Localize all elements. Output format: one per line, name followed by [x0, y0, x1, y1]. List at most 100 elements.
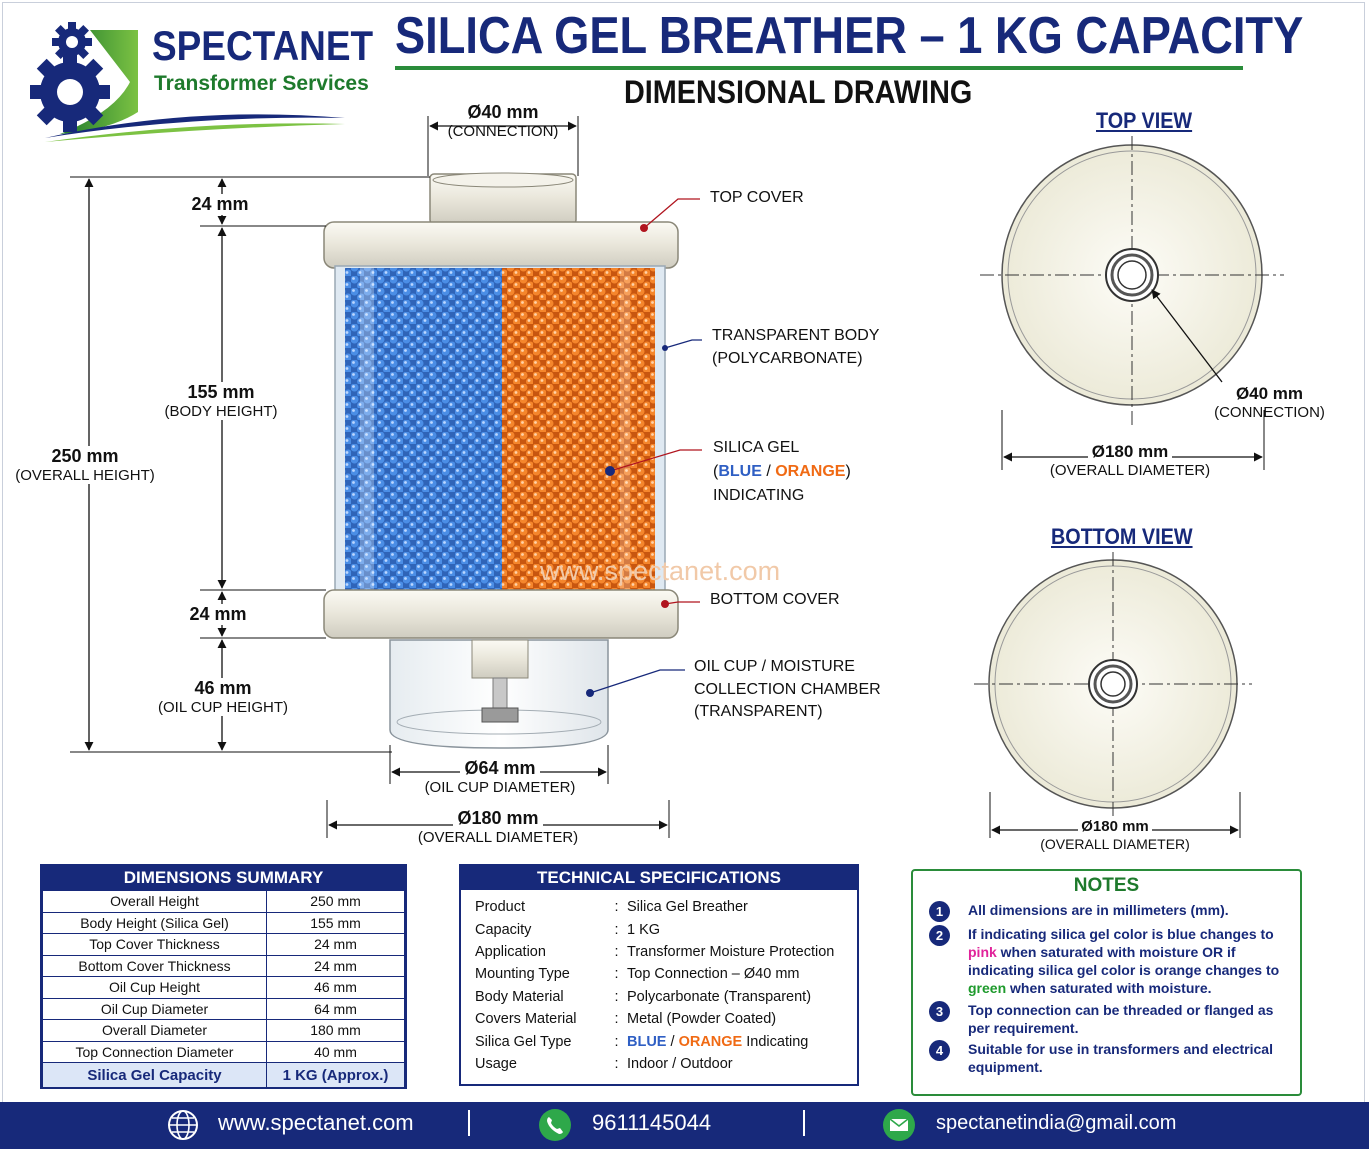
dimensions-row-label: Oil Cup Diameter — [42, 997, 267, 1020]
dimensions-row-value: 64 mm — [266, 997, 405, 1020]
spec-value: 1 KG — [627, 921, 661, 938]
spec-row: Covers Material: Metal (Powder Coated) — [461, 1008, 857, 1030]
spec-row: Application: Transformer Moisture Protect… — [461, 941, 857, 963]
spec-row: Body Material: Polycarbonate (Transparent… — [461, 986, 857, 1008]
technical-specifications-panel: TECHNICAL SPECIFICATIONS Product: Silica … — [459, 864, 859, 1086]
spec-label: Capacity — [475, 921, 532, 938]
dimensions-summary-title: DIMENSIONS SUMMARY — [42, 866, 405, 890]
dimensions-row: Body Height (Silica Gel)155 mm — [42, 911, 405, 934]
spec-row: Mounting Type: Top Connection – Ø40 mm — [461, 963, 857, 985]
spec-label: Mounting Type — [475, 966, 570, 983]
top-cover-dimension: 24 mm — [180, 194, 260, 215]
spec-colon: : — [614, 943, 619, 960]
spec-colon: : — [614, 988, 619, 1005]
spec-label: Covers Material — [475, 1011, 577, 1028]
callout-transparent-body: TRANSPARENT BODY(POLYCARBONATE) — [712, 327, 880, 368]
dimensions-row-value: 24 mm — [266, 933, 405, 956]
bottom-cover-dimension: 24 mm — [178, 604, 258, 625]
phone-icon — [539, 1109, 571, 1141]
spec-value: Silica Gel Breather — [627, 899, 748, 916]
dimensions-row-value: 180 mm — [266, 1019, 405, 1042]
spec-colon: : — [614, 1011, 619, 1028]
footer-separator-2 — [803, 1110, 805, 1136]
brand-name: SPECTANET — [152, 22, 374, 69]
capacity-label: Silica Gel Capacity — [42, 1062, 267, 1088]
body-height-dimension: 155 mm (BODY HEIGHT) — [156, 382, 286, 420]
dimensions-row-label: Overall Height — [42, 890, 267, 913]
spec-value: Polycarbonate (Transparent) — [627, 988, 812, 1005]
dimensions-row-label: Top Cover Thickness — [42, 933, 267, 956]
technical-specifications-title: TECHNICAL SPECIFICATIONS — [461, 866, 857, 890]
spec-value: Transformer Moisture Protection — [627, 943, 835, 960]
dimensions-row-value: 155 mm — [266, 911, 405, 934]
logo-swoosh-icon — [45, 114, 345, 142]
dimensions-row-label: Top Connection Diameter — [42, 1040, 267, 1063]
front-view-drawing — [70, 116, 702, 838]
dimensions-row-value: 46 mm — [266, 976, 405, 999]
dimensions-row-value: 40 mm — [266, 1040, 405, 1063]
spec-row-gel-type: Silica Gel Type : BLUE / ORANGE Indicati… — [475, 1033, 809, 1050]
footer-email-link[interactable]: spectanetindia@gmail.com — [936, 1112, 1177, 1134]
dimensions-row-label: Oil Cup Height — [42, 976, 267, 999]
footer-bar — [0, 1102, 1369, 1149]
dimensions-row-label: Overall Diameter — [42, 1019, 267, 1042]
bottom-view-drawing — [974, 552, 1252, 838]
gear-logo-icon — [30, 22, 138, 134]
overall-diameter-dimension: Ø180 mm (OVERALL DIAMETER) — [417, 808, 579, 846]
dimensions-row-value: 250 mm — [266, 890, 405, 913]
dimensions-row-value: 24 mm — [266, 954, 405, 977]
footer-separator — [468, 1110, 470, 1136]
top-view-diameter-dimension: Ø180 mm (OVERALL DIAMETER) — [1049, 442, 1211, 479]
spec-label: Application — [475, 943, 546, 960]
title-underline — [395, 66, 1243, 70]
spec-label: Body Material — [475, 988, 564, 1005]
spec-colon: : — [614, 921, 619, 938]
spec-value: Metal (Powder Coated) — [627, 1011, 777, 1028]
spec-row: Product: Silica Gel Breather — [461, 896, 857, 918]
overall-height-dimension: 250 mm (OVERALL HEIGHT) — [10, 446, 160, 484]
top-view-connection-dimension: Ø40 mm (CONNECTION) — [1214, 384, 1325, 421]
dimensions-row-label: Bottom Cover Thickness — [42, 954, 267, 977]
spec-colon: : — [614, 966, 619, 983]
oil-cup-diameter-dimension: Ø64 mm (OIL CUP DIAMETER) — [424, 758, 576, 796]
capacity-value: 1 KG (Approx.) — [266, 1062, 405, 1088]
oil-cup-height-dimension: 46 mm (OIL CUP HEIGHT) — [150, 678, 296, 716]
brand-subtitle: Transformer Services — [154, 72, 369, 95]
spec-value: Top Connection – Ø40 mm — [627, 966, 800, 983]
callout-bottom-cover: BOTTOM COVER — [710, 591, 840, 608]
email-icon — [883, 1109, 915, 1141]
top-view-drawing — [980, 136, 1284, 470]
footer-phone-link[interactable]: 9611145044 — [592, 1110, 712, 1135]
page-subtitle: DIMENSIONAL DRAWING — [624, 74, 973, 110]
top-connection-dimension: Ø40 mm (CONNECTION) — [447, 102, 559, 140]
dimensions-row-label: Body Height (Silica Gel) — [42, 911, 267, 934]
watermark: www.spectanet.com — [540, 556, 781, 586]
bottom-view-title: BOTTOM VIEW — [1051, 524, 1193, 549]
callout-silica-gel: SILICA GEL (BLUE / ORANGE) INDICATING — [713, 439, 851, 504]
spec-label: Product — [475, 899, 525, 916]
spec-row: Capacity:1 KG — [461, 918, 857, 940]
footer-website-link[interactable]: www.spectanet.com — [218, 1110, 414, 1135]
spec-colon: : — [614, 899, 619, 916]
callout-top-cover: TOP COVER — [710, 189, 804, 206]
top-view-title: TOP VIEW — [1096, 108, 1193, 133]
globe-icon — [168, 1110, 198, 1140]
bottom-view-diameter-dimension: Ø180 mm (OVERALL DIAMETER) — [1040, 818, 1190, 852]
spec-row-usage: Usage : Indoor / Outdoor — [475, 1055, 733, 1072]
notes-title: NOTES — [1073, 875, 1140, 896]
